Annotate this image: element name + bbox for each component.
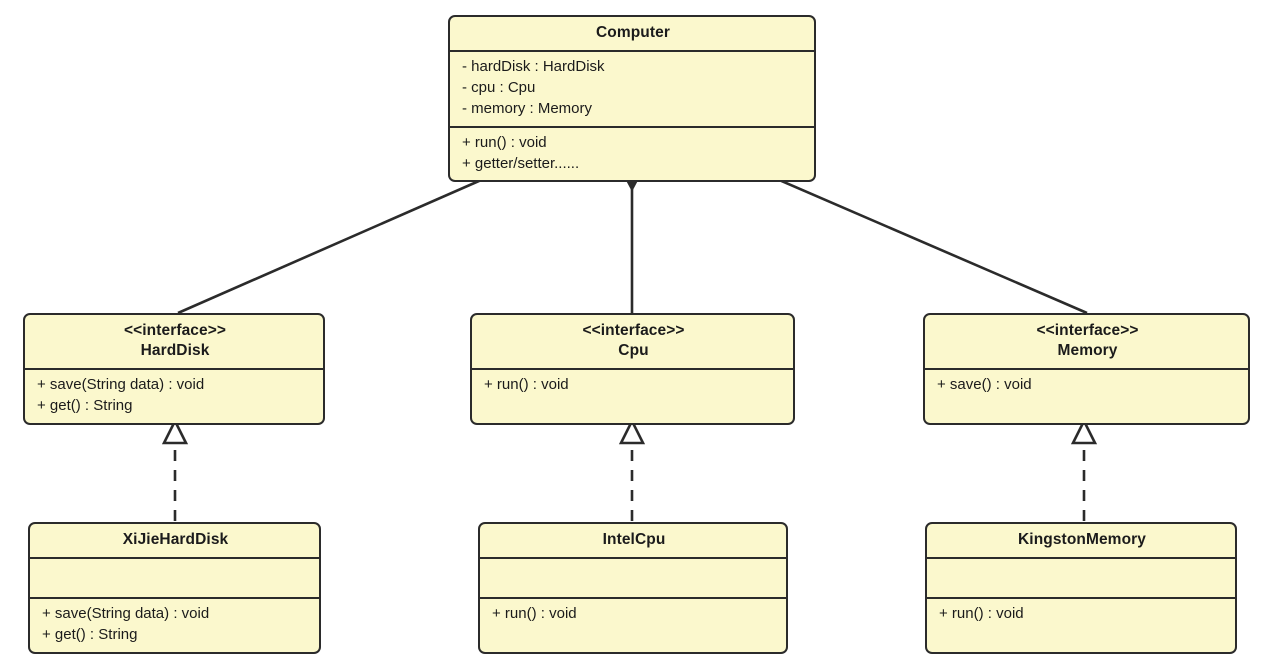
class-attributes-intelcpu (480, 557, 786, 597)
class-title-harddisk: <<interface>> HardDisk (25, 315, 323, 368)
class-stereotype-memory: <<interface>> (1036, 322, 1139, 339)
class-methods-computer: + run() : void + getter/setter...... (450, 125, 814, 181)
composition-computer-memory (731, 158, 1088, 315)
composition-computer-cpu (623, 159, 641, 313)
class-box-memory[interactable]: <<interface>> Memory + save() : void (923, 313, 1250, 425)
class-method: + save(String data) : void (37, 376, 205, 394)
class-stereotype-cpu: <<interface>> (582, 322, 685, 339)
composition-line-memory (755, 168, 1088, 315)
class-methods-kingstonmemory: + run() : void (927, 597, 1235, 652)
class-method: + run() : void (939, 605, 1024, 623)
class-attribute: - hardDisk : HardDisk (462, 58, 605, 76)
realization-kingstonmemory-memory (1070, 418, 1098, 521)
class-method-spacer (492, 625, 776, 646)
class-name-computer: Computer (596, 24, 670, 41)
class-box-intelcpu[interactable]: IntelCpu + run() : void (478, 522, 788, 654)
class-box-cpu[interactable]: <<interface>> Cpu + run() : void (470, 313, 795, 425)
class-method: + run() : void (462, 133, 547, 151)
class-method: + save(String data) : void (42, 605, 210, 623)
class-title-intelcpu: IntelCpu (480, 524, 786, 557)
class-title-xijieharddisk: XiJieHardDisk (30, 524, 319, 557)
class-attributes-xijieharddisk (30, 557, 319, 597)
class-title-computer: Computer (450, 17, 814, 50)
class-name-intelcpu: IntelCpu (602, 531, 666, 548)
class-title-cpu: <<interface>> Cpu (472, 315, 793, 368)
class-name-harddisk: HardDisk (140, 342, 210, 360)
class-title-kingstonmemory: KingstonMemory (927, 524, 1235, 557)
composition-computer-harddisk (177, 158, 529, 315)
class-method: + save() : void (937, 376, 1032, 394)
class-method-spacer (484, 396, 783, 417)
class-method: + run() : void (492, 605, 577, 623)
composition-line-harddisk (177, 168, 505, 315)
class-methods-xijieharddisk: + save(String data) : void + get() : Str… (30, 597, 319, 652)
class-method: + getter/setter...... (462, 154, 580, 172)
realization-arrowhead-memory (1070, 418, 1098, 445)
class-box-kingstonmemory[interactable]: KingstonMemory + run() : void (925, 522, 1237, 654)
class-method-spacer (937, 396, 1238, 417)
realization-intelcpu-cpu (618, 418, 646, 521)
class-methods-harddisk: + save(String data) : void + get() : Str… (25, 368, 323, 423)
class-stereotype-harddisk: <<interface>> (123, 322, 227, 339)
realization-arrowhead-harddisk (161, 418, 189, 445)
class-attribute: - memory : Memory (462, 99, 593, 117)
class-methods-cpu: + run() : void (472, 368, 793, 423)
class-method: + run() : void (484, 376, 569, 394)
class-box-computer[interactable]: Computer - hardDisk : HardDisk - cpu : C… (448, 15, 816, 183)
class-methods-intelcpu: + run() : void (480, 597, 786, 652)
class-box-harddisk[interactable]: <<interface>> HardDisk + save(String dat… (23, 313, 325, 425)
realization-arrowhead-cpu (618, 418, 646, 445)
class-attributes-kingstonmemory (927, 557, 1235, 597)
class-name-kingstonmemory: KingstonMemory (1018, 531, 1146, 548)
class-method: + get() : String (37, 397, 133, 415)
class-methods-memory: + save() : void (925, 368, 1248, 423)
class-box-xijieharddisk[interactable]: XiJieHardDisk + save(String data) : void… (28, 522, 321, 654)
class-name-cpu: Cpu (618, 342, 649, 360)
realization-xijieharddisk-harddisk (161, 418, 189, 521)
class-attribute: - cpu : Cpu (462, 78, 536, 96)
class-method-spacer (939, 625, 1225, 646)
class-method: + get() : String (42, 625, 138, 643)
class-name-memory: Memory (1057, 342, 1118, 360)
class-title-memory: <<interface>> Memory (925, 315, 1248, 368)
class-name-xijieharddisk: XiJieHardDisk (122, 531, 229, 548)
class-attributes-computer: - hardDisk : HardDisk - cpu : Cpu - memo… (450, 50, 814, 126)
